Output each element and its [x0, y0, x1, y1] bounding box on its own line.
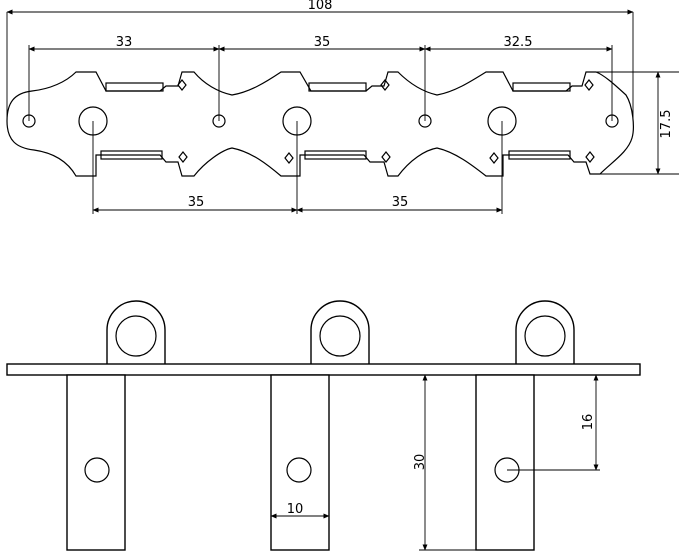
slot [308, 82, 367, 92]
dim-post-spacing-2: 35 [314, 35, 331, 50]
diamond-marks [177, 79, 595, 164]
front-view: 10 30 16 [6, 300, 641, 551]
slot [100, 150, 163, 160]
ear [310, 300, 370, 367]
shaft-plate-hole [84, 457, 110, 483]
extension-lines [6, 12, 679, 214]
slot [105, 82, 164, 92]
ear [515, 300, 575, 367]
slot [512, 82, 571, 92]
plate-outline [6, 71, 634, 177]
shaft-plate [270, 374, 330, 551]
dim-shaft-width: 10 [287, 502, 304, 517]
top-view: 108 33 35 32.5 17.5 35 35 [6, 0, 679, 214]
shaft-plate [66, 374, 126, 551]
dim-shaft-length: 30 [413, 454, 428, 471]
shaft-plate [475, 374, 535, 551]
dim-overall-length: 108 [308, 0, 333, 13]
dim-plate-height: 17.5 [659, 110, 674, 139]
ear [106, 300, 166, 367]
dim-shaft-spacing-1: 35 [188, 195, 205, 210]
base-plate [6, 363, 641, 376]
slot [304, 150, 367, 160]
shaft-plate-hole [286, 457, 312, 483]
extension-lines [270, 374, 600, 551]
dim-post-spacing-3: 32.5 [504, 35, 533, 50]
dim-shaft-spacing-2: 35 [392, 195, 409, 210]
dim-hole-offset: 16 [581, 414, 596, 431]
dim-post-spacing-1: 33 [116, 35, 133, 50]
slot [508, 150, 571, 160]
